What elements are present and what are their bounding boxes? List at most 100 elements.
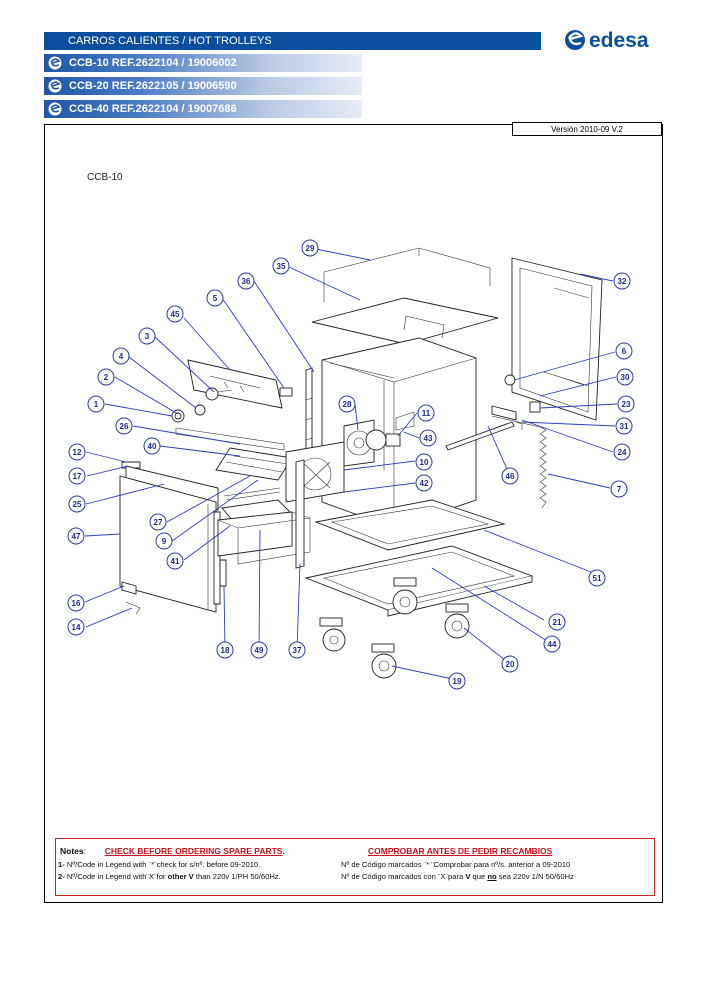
model-bar-ccb20: CCB-20 REF.2622105 / 19006590 [44, 77, 362, 95]
svg-text:11: 11 [422, 409, 431, 418]
callout-14: 14 [67, 618, 85, 636]
notes-label: Notes [60, 846, 84, 856]
svg-text:23: 23 [622, 400, 631, 409]
notes-box: Notes: CHECK BEFORE ORDERING SPARE PARTS… [55, 838, 655, 896]
callout-45: 45 [166, 305, 184, 323]
svg-text:44: 44 [548, 640, 557, 649]
svg-text:43: 43 [424, 434, 433, 443]
callout-3: 3 [138, 327, 156, 345]
drawing-frame [44, 124, 663, 903]
edesa-logo-icon: edesa [565, 29, 649, 52]
note-text: Nº/Code in Legend with¨X¨for [64, 872, 168, 881]
callout-11: 11 [417, 404, 435, 422]
callout-9: 9 [155, 532, 173, 550]
callout-35: 35 [272, 257, 290, 275]
svg-text:36: 36 [242, 277, 251, 286]
svg-text:49: 49 [255, 646, 264, 655]
svg-text:46: 46 [506, 472, 515, 481]
callout-32: 32 [613, 272, 631, 290]
parts-drawing [119, 247, 603, 679]
model-bar-ccb10: CCB-10 REF.2622104 / 19006002 [44, 54, 362, 72]
callout-40: 40 [143, 437, 161, 455]
callout-16: 16 [67, 594, 85, 612]
svg-text:31: 31 [620, 422, 629, 431]
note-text: Nº/Code in Legend with ¨*¨check for s/nº… [64, 860, 261, 869]
callout-26: 26 [115, 417, 133, 435]
exploded-diagram: 29 35 36 32 5 45 3 6 4 30 2 23 1 28 11 3… [67, 239, 635, 690]
svg-text:28: 28 [343, 400, 352, 409]
svg-text:30: 30 [621, 373, 630, 382]
callout-25: 25 [68, 495, 86, 513]
model-label: CCB-10 REF.2622104 / 19006002 [69, 57, 237, 69]
callout-19: 19 [448, 672, 466, 690]
edesa-logo: edesa [564, 26, 664, 54]
svg-text:51: 51 [593, 574, 602, 583]
svg-text:18: 18 [221, 646, 230, 655]
note-emphasis: V [465, 872, 471, 881]
page-title-text: CARROS CALIENTES / HOT TROLLEYS [68, 35, 272, 47]
callout-46: 46 [501, 467, 519, 485]
note-emphasis: other V [167, 872, 194, 881]
svg-text:45: 45 [171, 310, 180, 319]
svg-text:42: 42 [420, 479, 429, 488]
callout-37: 37 [288, 641, 306, 659]
svg-text:20: 20 [506, 660, 515, 669]
svg-text:29: 29 [306, 244, 315, 253]
callout-23: 23 [617, 395, 635, 413]
svg-text:10: 10 [420, 458, 429, 467]
callout-24: 24 [613, 443, 631, 461]
callout-4: 4 [112, 347, 130, 365]
edesa-e-icon [48, 102, 62, 116]
callout-28: 28 [338, 395, 356, 413]
callout-10: 10 [415, 453, 433, 471]
callout-7: 7 [610, 480, 628, 498]
note-line-2-en: 2- Nº/Code in Legend with¨X¨for other V … [58, 872, 281, 881]
svg-text:14: 14 [72, 623, 81, 632]
leader-lines [84, 248, 618, 681]
svg-text:16: 16 [72, 599, 81, 608]
svg-text:9: 9 [162, 537, 167, 546]
check-warning-en: CHECK BEFORE ORDERING SPARE PARTS [104, 846, 283, 856]
svg-text:7: 7 [617, 485, 622, 494]
callout-21: 21 [548, 613, 566, 631]
svg-text:1: 1 [94, 400, 99, 409]
model-bar-ccb40: CCB-40 REF.2622104 / 19007686 [44, 100, 362, 118]
svg-text:6: 6 [622, 347, 627, 356]
version-box: Versión 2010-09 V.2 [512, 122, 662, 136]
callout-31: 31 [615, 417, 633, 435]
svg-text:40: 40 [148, 442, 157, 451]
callout-36: 36 [237, 272, 255, 290]
note-number: 1- [58, 860, 65, 869]
model-label: CCB-20 REF.2622105 / 19006590 [69, 80, 237, 92]
callout-1: 1 [87, 395, 105, 413]
svg-text:19: 19 [453, 677, 462, 686]
callout-18: 18 [216, 641, 234, 659]
callout-29: 29 [301, 239, 319, 257]
note-line-1-en: 1- Nº/Code in Legend with ¨*¨check for s… [58, 860, 260, 869]
callout-49: 49 [250, 641, 268, 659]
callout-20: 20 [501, 655, 519, 673]
svg-text:3: 3 [145, 332, 150, 341]
callout-47: 47 [67, 527, 85, 545]
callout-51: 51 [588, 569, 606, 587]
note-emphasis: no [487, 872, 497, 881]
notes-header-es: COMPROBAR ANTES DE PEDIR RECAMBIOS [368, 846, 552, 856]
page-title: CARROS CALIENTES / HOT TROLLEYS [44, 32, 541, 50]
svg-text:2: 2 [104, 373, 109, 382]
callout-41: 41 [166, 552, 184, 570]
svg-text:26: 26 [120, 422, 129, 431]
callout-6: 6 [615, 342, 633, 360]
svg-text:37: 37 [293, 646, 302, 655]
notes-header-en: Notes: CHECK BEFORE ORDERING SPARE PARTS… [60, 846, 285, 856]
callout-43: 43 [419, 429, 437, 447]
note-text: Nº de Código marcados con ¨X¨para [341, 872, 466, 881]
svg-text:24: 24 [618, 448, 627, 457]
svg-text:5: 5 [213, 294, 218, 303]
svg-text:35: 35 [277, 262, 286, 271]
note-text: Nº de Código marcados ¨* ¨Comprobar para… [341, 860, 571, 869]
svg-text:12: 12 [73, 448, 82, 457]
callout-12: 12 [68, 443, 86, 461]
callout-44: 44 [543, 635, 561, 653]
callout-27: 27 [149, 513, 167, 531]
logo-text: edesa [589, 29, 649, 52]
